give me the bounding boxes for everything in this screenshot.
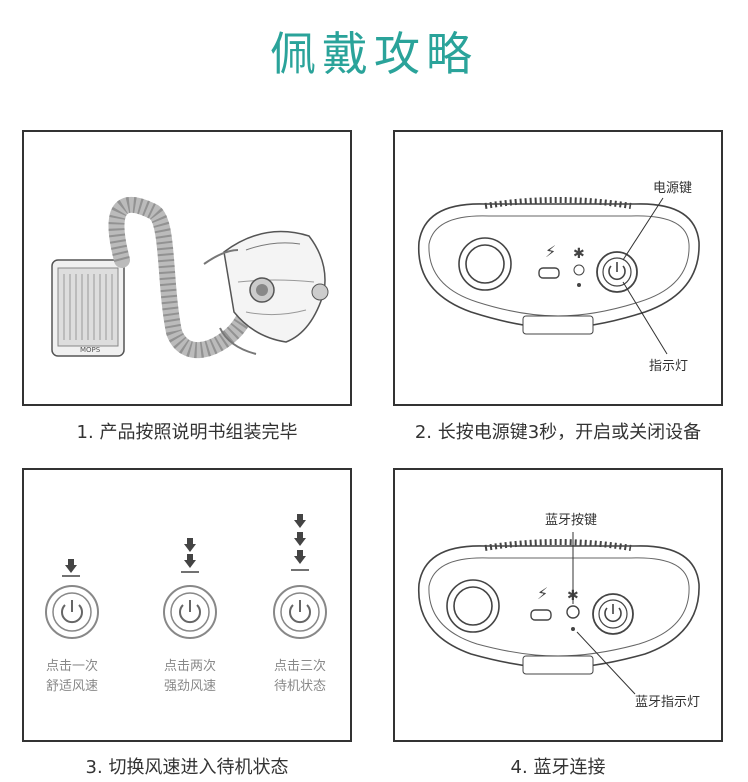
lightning-icon: ⚡ — [545, 242, 556, 261]
mode-1-line1: 点击一次 — [46, 658, 98, 674]
mode-3-line2: 待机状态 — [274, 679, 326, 694]
mode-2-arrows — [181, 538, 199, 573]
fan-speed-diagram: 点击一次 舒适风速 点击两次 强劲风速 点击三次 待机状态 — [45, 514, 327, 694]
step4-illustration: ⚡ ✱ 蓝牙按键 蓝牙指示灯 — [393, 468, 723, 742]
bluetooth-key-label: 蓝牙按键 — [545, 513, 597, 528]
step2-caption: 2. 长按电源键3秒，开启或关闭设备 — [414, 422, 702, 443]
power-icon — [163, 585, 217, 639]
mode-1-arrows — [62, 559, 80, 577]
indicator-label: 指示灯 — [649, 359, 688, 374]
mode-3-arrows — [291, 514, 309, 571]
usb-port-icon — [538, 267, 560, 279]
power-icon — [45, 585, 99, 639]
respirator-assembly-illustration: MOPS — [51, 196, 329, 358]
bluetooth-indicator-label: 蓝牙指示灯 — [635, 695, 700, 710]
step2-illustration: ⚡ ✱ 电源键 指示灯 — [393, 130, 723, 406]
step1-illustration: MOPS — [22, 130, 352, 406]
device-logo: MOPS — [80, 346, 101, 354]
step1-caption: 1. 产品按照说明书组装完毕 — [76, 422, 298, 443]
bluetooth-diagram: ⚡ ✱ 蓝牙按键 蓝牙指示灯 — [417, 513, 700, 710]
lightning-icon: ⚡ — [537, 584, 548, 603]
bluetooth-indicator — [571, 627, 575, 631]
step3-illustration: 点击一次 舒适风速 点击两次 强劲风速 点击三次 待机状态 — [22, 468, 352, 742]
step4-caption: 4. 蓝牙连接 — [510, 757, 606, 778]
page-title: 佩戴攻略 — [270, 27, 478, 81]
bluetooth-button — [566, 605, 580, 619]
bluetooth-icon: ✱ — [573, 246, 585, 262]
mode-2-line1: 点击两次 — [164, 658, 216, 674]
usb-port-icon — [530, 609, 552, 621]
mode-1-line2: 舒适风速 — [46, 679, 98, 694]
step3-caption: 3. 切换风速进入待机状态 — [85, 757, 289, 778]
mode-3-line1: 点击三次 — [274, 658, 326, 674]
mode-2-line2: 强劲风速 — [164, 679, 216, 694]
power-icon — [273, 585, 327, 639]
power-key-label: 电源键 — [653, 181, 692, 196]
control-panel-diagram: ⚡ ✱ 电源键 指示灯 — [417, 181, 700, 374]
